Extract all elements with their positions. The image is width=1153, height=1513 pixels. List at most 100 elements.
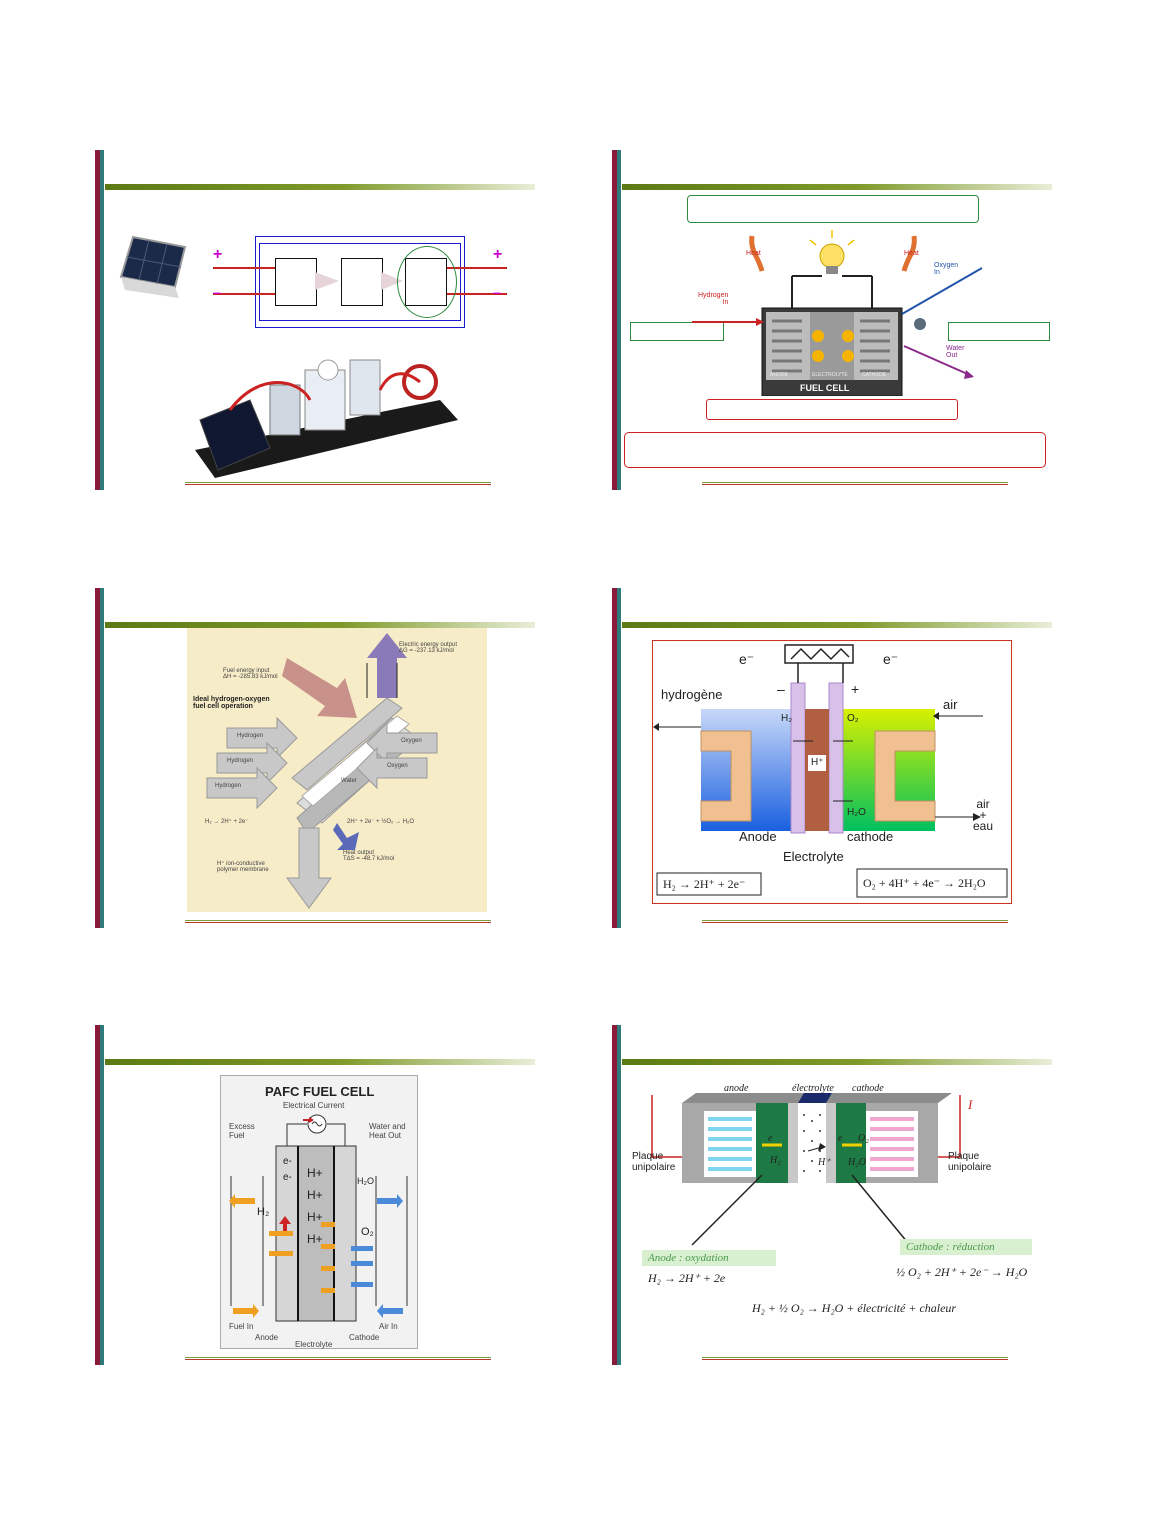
footer-rule — [185, 1357, 491, 1361]
footer-rule — [185, 920, 491, 924]
electron-left-label: e — [768, 1133, 773, 1144]
solar-panel-photo — [119, 235, 187, 298]
pafc-diagram — [229, 1114, 408, 1322]
minus-left-sign: – — [213, 284, 221, 300]
hplus-label: H⁺ — [811, 757, 824, 768]
hydrogen-label-1: Hydrogen — [237, 733, 264, 739]
anode-label: ANODE — [770, 372, 788, 378]
slide-accent-bar-inner — [617, 1025, 621, 1365]
slide-accent-bar — [612, 588, 617, 928]
slide-2: Heat Heat Hydrogen In Oxygen In Water Ou… — [612, 150, 1072, 490]
cathode-label: cathode — [847, 829, 894, 844]
fuel-in-label: Fuel In — [229, 1322, 254, 1331]
water-out-label: Water Out — [946, 345, 965, 359]
wire-bottom-left — [213, 293, 275, 295]
slide-accent-bar-inner — [100, 150, 104, 490]
hplus-label-4: H+ — [307, 1232, 323, 1246]
right-caption-box — [948, 322, 1050, 341]
fuel-cell-caption: FUEL CELL — [800, 383, 850, 393]
title-underline — [622, 1059, 1052, 1065]
minus-right-sign: – — [493, 284, 501, 300]
plaque-right-label: Plaque unipolaire — [948, 1151, 992, 1173]
air-in-label: air — [943, 697, 958, 712]
heat-output-label: Heat output TΔS = -48.7 kJ/mol — [343, 850, 395, 862]
pafc-title: PAFC FUEL CELL — [265, 1084, 375, 1099]
cathode-reduction-box: Cathode : réduction — [900, 1239, 1032, 1255]
summary-caption-box — [624, 432, 1046, 468]
left-caption-box — [630, 322, 724, 341]
slide-accent-bar — [95, 150, 100, 490]
hplus-label-3: H+ — [307, 1210, 323, 1224]
pemfc-diagram — [653, 644, 1008, 898]
electrolyte-label: ELECTROLYTE — [812, 372, 848, 378]
anode-oxidation-equation: H₂ → 2H⁺ + 2e — [648, 1271, 726, 1285]
slide-6: anode électrolyte cathode I Plaque unipo… — [612, 1025, 1072, 1365]
plus-left-sign: + — [213, 246, 223, 263]
fuel-cell-3d-diagram — [651, 1093, 961, 1183]
h2o-label: H₂O — [847, 807, 866, 818]
wire-top-right — [447, 267, 507, 269]
footer-rule — [702, 1357, 1008, 1361]
air-out-label: air + eau — [973, 797, 994, 833]
cathode-reaction-label: 2H⁺ + 2e⁻ + ½O₂ → H₂O — [347, 819, 415, 825]
wire-top-left — [213, 267, 275, 269]
excess-fuel-label: Excess Fuel — [229, 1122, 255, 1140]
slide-accent-bar-inner — [617, 588, 621, 928]
electron-right-label: e⁻ — [883, 651, 899, 667]
o2-label: O₂ — [847, 713, 859, 724]
o2-label: O₂ — [858, 1133, 869, 1144]
electrolyte-label: Electrolyte — [295, 1340, 333, 1349]
hydrogen-label-3: Hydrogen — [215, 783, 242, 789]
fuel-cell-kit-photo — [195, 359, 458, 478]
stage-arrow-1 — [315, 272, 339, 290]
cathode-equation: O₂ + 4H⁺ + 4e⁻ → 2H₂O — [863, 876, 986, 890]
electrolyte-top-label: électrolyte — [792, 1083, 834, 1094]
slide-5: PAFC FUEL CELL Electrical Current Excess… — [95, 1025, 555, 1365]
title-underline — [105, 1059, 535, 1065]
pointer-lines — [691, 1174, 909, 1246]
top-caption-box — [687, 195, 979, 223]
oxygen-label-2: Oxygen — [387, 763, 408, 769]
title-underline — [105, 184, 535, 190]
slide-accent-bar — [95, 1025, 100, 1365]
slide-3: Electric energy output ΔG = -237.13 kJ/m… — [95, 588, 555, 928]
heat-left-label: Heat — [746, 250, 761, 257]
o2-label: O₂ — [361, 1226, 374, 1238]
ideal-fuel-cell-figure: Electric energy output ΔG = -237.13 kJ/m… — [187, 628, 487, 912]
hplus-label-1: H+ — [307, 1166, 323, 1180]
anode-label: Anode — [255, 1333, 279, 1342]
hydrogen-label-2: Hydrogen — [227, 758, 254, 764]
title-underline — [622, 184, 1052, 190]
wire-bottom-right — [447, 293, 507, 295]
global-reaction-equation: H₂ + ½ O₂ → H₂O + électricité + chaleur — [752, 1301, 957, 1315]
slide-accent-bar — [95, 588, 100, 928]
slide-4: e⁻ e⁻ – + hydrogène air H₂ O₂ H⁺ H₂O air… — [612, 588, 1072, 928]
footer-rule — [702, 482, 1008, 486]
hplus-label-2: H+ — [307, 1188, 323, 1202]
anode-oxidation-box: Anode : oxydation — [642, 1250, 776, 1266]
title-underline — [622, 622, 1052, 628]
fuel-energy-input-label: Fuel energy input ΔH = -285.83 kJ/mol — [223, 668, 278, 680]
hplus-label: H⁺ — [818, 1157, 831, 1168]
minus-terminal: – — [777, 681, 785, 697]
footer-rule — [185, 482, 491, 486]
hydrogen-in-label: Hydrogen In — [698, 292, 729, 306]
ideal-operation-label: Ideal hydrogen-oxygen fuel cell operatio… — [193, 696, 270, 710]
electron-label-2: e- — [283, 1172, 292, 1183]
anode-label: Anode — [739, 829, 777, 844]
slide-accent-bar-inner — [617, 150, 621, 490]
title-underline — [105, 622, 535, 628]
anode-equation: H₂ → 2H⁺ + 2e⁻ — [663, 877, 746, 891]
anode-reaction-label: H₂ → 2H⁺ + 2e⁻ — [205, 819, 249, 825]
air-in-label: Air In — [379, 1322, 398, 1331]
footer-rule — [702, 920, 1008, 924]
electrolyte-label: Electrolyte — [783, 849, 844, 864]
h2o-label: H₂O — [357, 1176, 374, 1186]
cathode-reduction-equation: ½ O₂ + 2H⁺ + 2e⁻ → H₂O — [896, 1265, 1028, 1279]
electron-left-label: e⁻ — [739, 651, 755, 667]
current-label: I — [968, 1097, 973, 1112]
electron-label-1: e- — [283, 1156, 292, 1167]
oxygen-in-label: Oxygen In — [934, 262, 959, 276]
slide-accent-bar — [612, 1025, 617, 1365]
fuel-cell-illustration — [692, 230, 983, 396]
